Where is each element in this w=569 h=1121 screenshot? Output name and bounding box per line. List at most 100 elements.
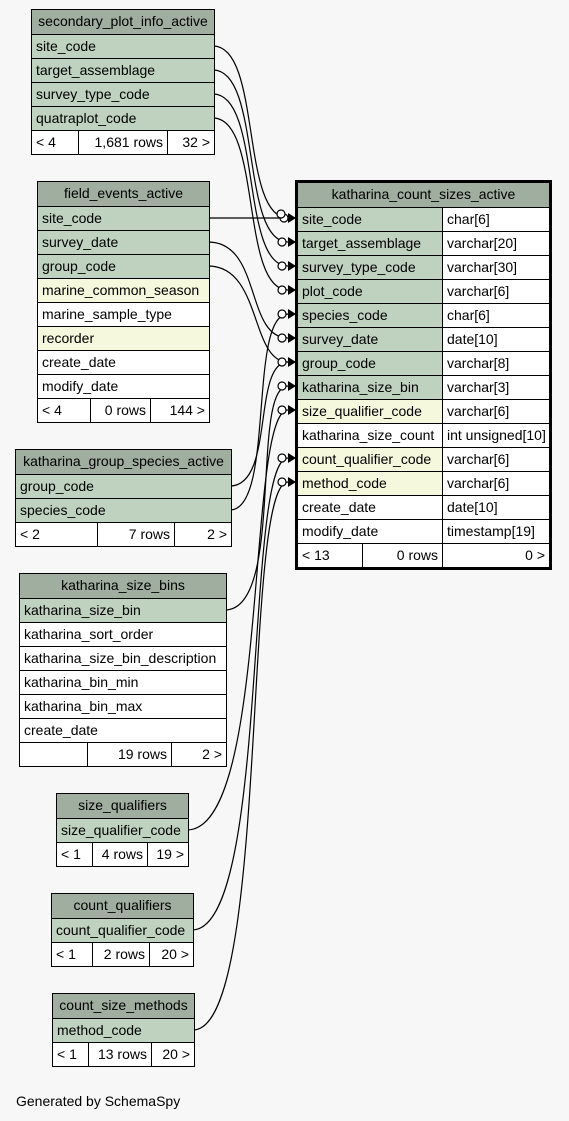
- edge-size-bin: [224, 385, 289, 611]
- table-stats-row: < 1 2 rows 20 >: [52, 942, 193, 966]
- column-quatraplot-code[interactable]: quatraplot_code: [32, 106, 214, 130]
- table-stats-row: 19 rows 2 >: [20, 742, 226, 766]
- children-count[interactable]: 0 >: [442, 544, 549, 567]
- children-count[interactable]: 2 >: [174, 523, 231, 546]
- arrow-group-code: [288, 357, 296, 367]
- children-count[interactable]: 20 >: [149, 943, 193, 966]
- column-modify-date[interactable]: modify_date timestamp[19]: [298, 519, 549, 543]
- table-katharina-size-bins[interactable]: katharina_size_bins katharina_size_bin k…: [19, 573, 227, 767]
- column-survey-type-code[interactable]: survey_type_code varchar[30]: [298, 255, 549, 279]
- parents-count[interactable]: < 4: [42, 402, 62, 418]
- table-stats-row: < 4 1,681 rows 32 >: [32, 130, 214, 154]
- table-title[interactable]: field_events_active: [38, 182, 209, 206]
- column-site-code[interactable]: site_code: [32, 34, 214, 58]
- column-plot-code[interactable]: plot_code varchar[6]: [298, 279, 549, 303]
- column-survey-date[interactable]: survey_date date[10]: [298, 327, 549, 351]
- arrow-method-code: [288, 477, 296, 487]
- arrow-count-qualifier: [288, 453, 296, 463]
- column-create-date[interactable]: create_date date[10]: [298, 495, 549, 519]
- column-method-code[interactable]: method_code varchar[6]: [298, 471, 549, 495]
- table-title[interactable]: katharina_count_sizes_active: [298, 183, 549, 207]
- column-survey-type-code[interactable]: survey_type_code: [32, 82, 214, 106]
- column-size-qualifier-code[interactable]: size_qualifier_code: [57, 818, 188, 842]
- column-species-code[interactable]: species_code: [16, 498, 231, 522]
- column-name: katharina_size_bin: [298, 376, 442, 399]
- children-count[interactable]: 19 >: [147, 843, 188, 866]
- arrow-survey-type: [288, 261, 296, 271]
- row-count: 13 rows: [88, 1043, 151, 1066]
- children-count[interactable]: 20 >: [151, 1043, 194, 1066]
- table-stats-row: < 1 13 rows 20 >: [53, 1042, 194, 1066]
- row-count: 19 rows: [87, 743, 171, 766]
- parents-count[interactable]: < 1: [56, 946, 76, 962]
- table-katharina-count-sizes-active[interactable]: katharina_count_sizes_active site_code c…: [295, 180, 552, 570]
- column-type: date[10]: [442, 496, 549, 519]
- table-title[interactable]: katharina_size_bins: [20, 574, 226, 598]
- children-count[interactable]: 32 >: [167, 131, 214, 154]
- column-target-assemblage[interactable]: target_assemblage varchar[20]: [298, 231, 549, 255]
- column-method-code[interactable]: method_code: [53, 1018, 194, 1042]
- table-stats-row: < 13 0 rows 0 >: [298, 543, 549, 567]
- column-katharina-sort-order[interactable]: katharina_sort_order: [20, 622, 226, 646]
- column-name: site_code: [298, 208, 442, 231]
- column-site-code[interactable]: site_code char[6]: [298, 207, 549, 231]
- column-name: size_qualifier_code: [298, 400, 442, 423]
- table-stats-row: < 4 0 rows 144 >: [38, 398, 209, 422]
- column-create-date[interactable]: create_date: [38, 350, 209, 374]
- crowsfoot-plot-code: [277, 285, 287, 295]
- column-katharina-size-bin[interactable]: katharina_size_bin varchar[3]: [298, 375, 549, 399]
- edge-field-group-code: [207, 265, 289, 363]
- children-count[interactable]: 144 >: [150, 399, 209, 422]
- parents-count[interactable]: < 13: [302, 547, 330, 563]
- column-type: varchar[6]: [442, 280, 549, 303]
- column-size-qualifier-code[interactable]: size_qualifier_code varchar[6]: [298, 399, 549, 423]
- column-katharina-bin-max[interactable]: katharina_bin_max: [20, 694, 226, 718]
- crowsfoot-site-code-2: [276, 209, 286, 219]
- edge-count-qualifier: [191, 457, 289, 931]
- column-site-code[interactable]: site_code: [38, 206, 209, 230]
- column-species-code[interactable]: species_code char[6]: [298, 303, 549, 327]
- column-group-code[interactable]: group_code: [38, 254, 209, 278]
- column-katharina-size-count[interactable]: katharina_size_count int unsigned[10]: [298, 423, 549, 447]
- column-count-qualifier-code[interactable]: count_qualifier_code: [52, 918, 193, 942]
- column-type: date[10]: [442, 328, 549, 351]
- edge-group-species-species: [229, 313, 289, 511]
- table-size-qualifiers[interactable]: size_qualifiers size_qualifier_code < 1 …: [56, 793, 189, 867]
- parents-count[interactable]: < 1: [57, 1046, 77, 1062]
- table-count-qualifiers[interactable]: count_qualifiers count_qualifier_code < …: [51, 893, 194, 967]
- children-count[interactable]: 2 >: [171, 743, 226, 766]
- edge-field-survey-date: [207, 241, 289, 339]
- table-title[interactable]: katharina_group_species_active: [16, 450, 231, 474]
- parents-count[interactable]: < 1: [61, 846, 81, 862]
- arrow-species-code: [288, 309, 296, 319]
- column-katharina-size-bin-description[interactable]: katharina_size_bin_description: [20, 646, 226, 670]
- column-type: varchar[20]: [442, 232, 549, 255]
- column-recorder[interactable]: recorder: [38, 326, 209, 350]
- arrow-size-bin: [288, 381, 296, 391]
- table-title[interactable]: secondary_plot_info_active: [32, 10, 214, 34]
- table-field-events-active[interactable]: field_events_active site_code survey_dat…: [37, 181, 210, 423]
- column-modify-date[interactable]: modify_date: [38, 374, 209, 398]
- edge-survey-type-code: [212, 93, 289, 267]
- table-katharina-group-species-active[interactable]: katharina_group_species_active group_cod…: [15, 449, 232, 547]
- column-create-date[interactable]: create_date: [20, 718, 226, 742]
- column-marine-common-season[interactable]: marine_common_season: [38, 278, 209, 302]
- table-secondary-plot-info-active[interactable]: secondary_plot_info_active site_code tar…: [31, 9, 215, 155]
- column-katharina-size-bin[interactable]: katharina_size_bin: [20, 598, 226, 622]
- column-target-assemblage[interactable]: target_assemblage: [32, 58, 214, 82]
- column-katharina-bin-min[interactable]: katharina_bin_min: [20, 670, 226, 694]
- table-title[interactable]: count_size_methods: [53, 994, 194, 1018]
- column-marine-sample-type[interactable]: marine_sample_type: [38, 302, 209, 326]
- parents-count[interactable]: < 2: [20, 526, 40, 542]
- table-title[interactable]: size_qualifiers: [57, 794, 188, 818]
- column-type: char[6]: [442, 208, 549, 231]
- column-survey-date[interactable]: survey_date: [38, 230, 209, 254]
- parents-count[interactable]: < 4: [36, 134, 56, 150]
- column-group-code[interactable]: group_code varchar[8]: [298, 351, 549, 375]
- column-group-code[interactable]: group_code: [16, 474, 231, 498]
- table-count-size-methods[interactable]: count_size_methods method_code < 1 13 ro…: [52, 993, 195, 1067]
- edge-quatraplot-code: [212, 117, 289, 291]
- column-count-qualifier-code[interactable]: count_qualifier_code varchar[6]: [298, 447, 549, 471]
- table-title[interactable]: count_qualifiers: [52, 894, 193, 918]
